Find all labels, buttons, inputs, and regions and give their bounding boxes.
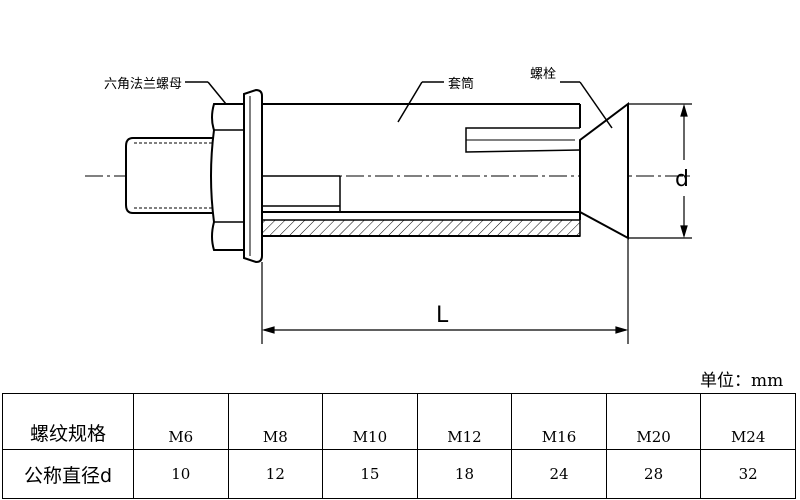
nominal-diameter-cell: 32 <box>700 449 796 499</box>
dimension-diameter <box>628 103 692 239</box>
cone-expander <box>579 102 629 240</box>
bolt-thread-end <box>125 137 215 214</box>
nominal-diameter-cell: 15 <box>322 449 418 499</box>
callout-nut: 六角法兰螺母 <box>104 77 182 92</box>
thread-spec-cell: M20 <box>605 393 702 450</box>
spec-table: 螺纹规格 M6 M8 M10 M12 M16 M20 M24 公称直径d 10 … <box>2 393 796 499</box>
dimension-L-label: L <box>436 303 449 328</box>
thread-spec-cell: M24 <box>700 393 796 450</box>
anchor-bolt-drawing: 六角法兰螺母 套筒 螺栓 d L <box>85 67 692 344</box>
unit-label: 单位：mm <box>700 371 784 391</box>
thread-spec-cell: M10 <box>322 393 418 450</box>
thread-spec-cell: M16 <box>511 393 607 450</box>
callout-bolt: 螺栓 <box>530 67 556 82</box>
dimension-d-label: d <box>675 167 689 192</box>
hex-flange-nut <box>210 88 263 264</box>
nominal-diameter-cell: 12 <box>227 449 324 499</box>
thread-spec-row: 螺纹规格 M6 M8 M10 M12 M16 M20 M24 <box>2 393 796 450</box>
sleeve <box>261 103 581 237</box>
nominal-diameter-cell: 10 <box>133 449 229 499</box>
nominal-diameter-cell: 18 <box>416 449 513 499</box>
thread-spec-cell: M12 <box>416 393 513 450</box>
nominal-diameter-cell: 24 <box>511 449 607 499</box>
nominal-diameter-cell: 28 <box>605 449 702 499</box>
thread-spec-cell: M8 <box>227 393 324 450</box>
nominal-diameter-row: 公称直径d 10 12 15 18 24 28 32 <box>2 449 796 499</box>
row-label-thread-spec: 螺纹规格 <box>2 393 134 450</box>
dimension-length <box>261 238 629 344</box>
thread-spec-cell: M6 <box>133 393 229 450</box>
callout-leaders <box>185 81 613 129</box>
row-label-nominal-diameter: 公称直径d <box>2 449 134 499</box>
callout-sleeve: 套筒 <box>448 76 474 92</box>
